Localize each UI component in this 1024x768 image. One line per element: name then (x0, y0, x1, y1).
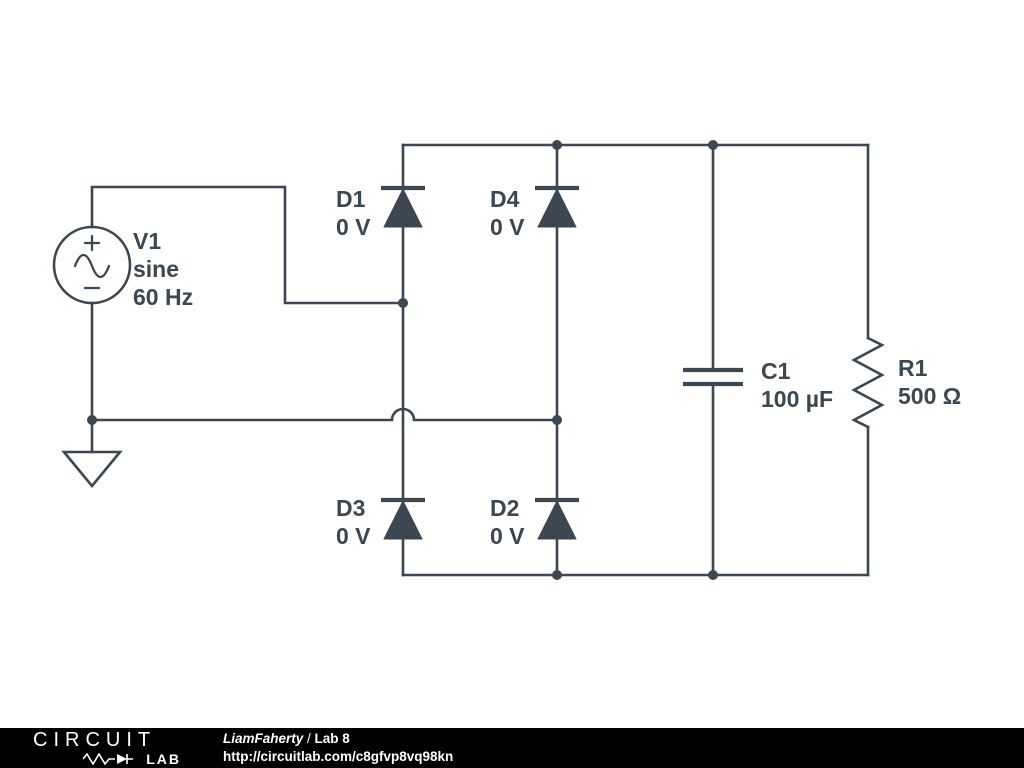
d3-voltage-label: 0 V (336, 523, 371, 549)
junction-dot (87, 415, 97, 425)
mid-wire-with-hop (90, 407, 559, 422)
d4-triangle-icon (537, 188, 577, 228)
project-title: Lab 8 (314, 730, 350, 746)
junction-dot (552, 570, 562, 580)
v1-source (52, 225, 132, 305)
d1-diode (381, 185, 425, 228)
footer-bar: CIRCUIT LAB LiamFaherty / Lab 8 http://c… (0, 728, 1024, 768)
c1-capacitor (683, 367, 743, 387)
sine-wave-icon (73, 253, 111, 279)
r1-resistor-zigzag (851, 336, 885, 429)
separator-text: / (303, 730, 315, 746)
plus-sign-icon (83, 234, 101, 252)
d1-voltage-label: 0 V (336, 214, 371, 240)
v1-waveform-label: sine (133, 256, 179, 282)
logo-circuit-text: CIRCUIT (33, 729, 157, 751)
d4-name-label: D4 (490, 186, 520, 212)
r1-name-label: R1 (898, 355, 928, 381)
ground-triangle-icon (61, 450, 123, 489)
d3-diode (381, 497, 425, 540)
junction-dot (708, 140, 718, 150)
d3-name-label: D3 (336, 495, 365, 521)
circuitlab-logo: CIRCUIT LAB (33, 730, 181, 766)
source-circle (52, 225, 132, 305)
share-url[interactable]: http://circuitlab.com/c8gfvp8vq98kn (223, 749, 454, 764)
junction-dot (552, 140, 562, 150)
d2-triangle-icon (537, 500, 577, 540)
d4-diode (535, 185, 579, 228)
junction-dot (552, 415, 562, 425)
r1-value-label: 500 Ω (898, 383, 961, 409)
v1-name-label: V1 (133, 228, 161, 254)
schematic-canvas: V1 sine 60 Hz D1 0 V D4 0 V D3 0 V D2 0 … (52, 140, 961, 580)
d1-name-label: D1 (336, 186, 366, 212)
footer-text: LiamFaherty / Lab 8 http://circuitlab.co… (223, 730, 453, 766)
logo-lab-text: LAB (146, 751, 181, 767)
d2-diode (535, 497, 579, 540)
v1-frequency-label: 60 Hz (133, 284, 193, 310)
d2-voltage-label: 0 V (490, 523, 525, 549)
author-text: LiamFaherty (223, 730, 304, 746)
byline: LiamFaherty / Lab 8 (223, 730, 453, 748)
logo-resistor-diode-icon (83, 753, 134, 765)
source-top-wire (90, 185, 405, 305)
d3-triangle-icon (383, 500, 423, 540)
junction-dot (708, 570, 718, 580)
d2-name-label: D2 (490, 495, 519, 521)
c1-name-label: C1 (761, 358, 791, 384)
junction-dot (398, 298, 408, 308)
d1-triangle-icon (383, 188, 423, 228)
d4-voltage-label: 0 V (490, 214, 525, 240)
c1-value-label: 100 µF (761, 386, 833, 412)
